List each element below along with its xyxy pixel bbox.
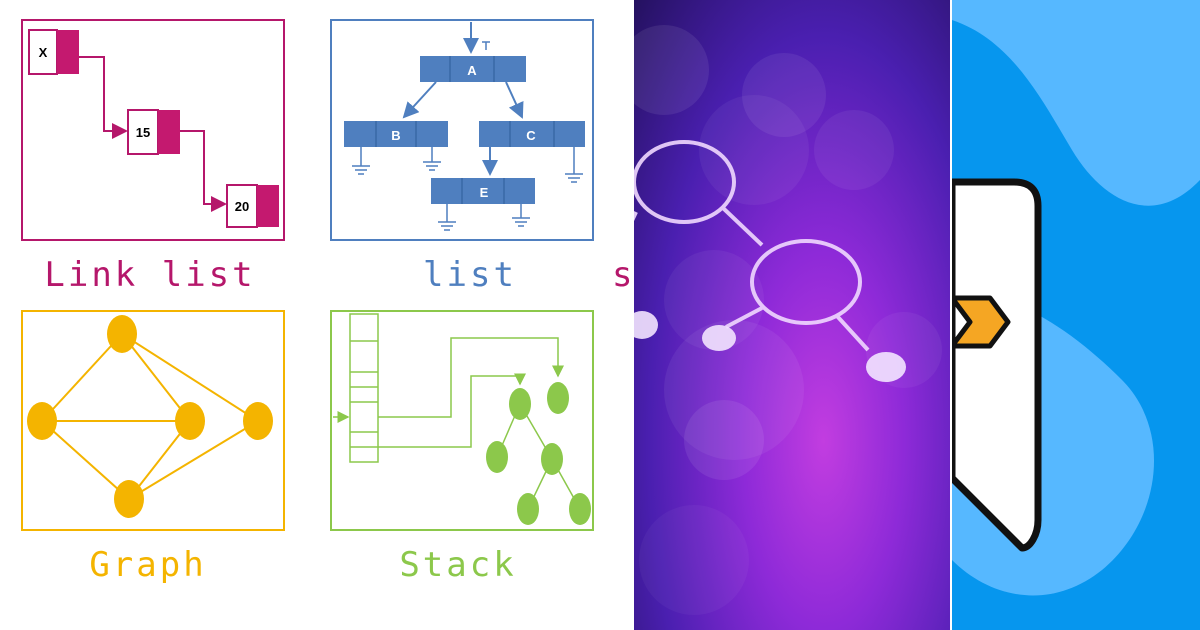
tree-node-c: C	[479, 121, 585, 147]
tree-diagram: A B C E	[330, 19, 594, 295]
tree-node-b: B	[344, 121, 448, 147]
blob-illustration	[952, 0, 1200, 630]
linklist-node-1-label: X	[39, 45, 48, 60]
tree-arrow-a-b	[402, 81, 437, 119]
tree-node-c-label: C	[526, 128, 536, 143]
stack-tree-nodes	[486, 382, 591, 525]
stack-tree-node	[517, 493, 539, 525]
tree-node-b-label: B	[391, 128, 400, 143]
document-card	[952, 178, 1042, 552]
graph-vertices	[27, 315, 273, 518]
network-tree	[634, 140, 870, 352]
blob-svg	[952, 0, 1200, 596]
stack-cells	[349, 313, 379, 463]
linklist-node-2-label: 15	[136, 125, 150, 140]
stack-tree-node	[541, 443, 563, 475]
linklist-caption: Link list	[44, 255, 255, 295]
stack-caption: Stack	[399, 545, 516, 585]
linklist-node-3: 20	[226, 184, 279, 228]
stack-tree-edges	[496, 403, 581, 510]
stack-tree-node	[569, 493, 591, 525]
linklist-arrow-1	[79, 56, 128, 139]
linklist-diagram: X 15 20 Link list	[21, 19, 285, 295]
bokeh-lights	[634, 25, 942, 615]
linklist-node-3-label: 20	[235, 199, 249, 214]
network-leaf-nodes	[634, 311, 906, 382]
graph-diagram: Graph	[21, 310, 285, 585]
data-structures-svg: X 15 20 Link list	[21, 19, 632, 585]
panel-divider	[950, 0, 952, 630]
chevron-right-icon	[952, 295, 1011, 349]
panel-divider	[632, 0, 634, 630]
graph-vertex	[175, 402, 205, 440]
graph-vertex	[114, 480, 144, 518]
linklist-node-2: 15	[127, 109, 180, 155]
tree-node-a-label: A	[467, 63, 477, 78]
graph-caption: Graph	[89, 545, 206, 585]
stack-diagram: Stack	[330, 310, 594, 585]
bokeh-tree-image	[634, 0, 950, 630]
bokeh-tree-svg	[634, 25, 942, 615]
tree-ground-icons	[352, 147, 583, 231]
graph-edges	[41, 333, 259, 500]
graph-vertex	[27, 402, 57, 440]
linklist-arrow-2	[180, 130, 227, 212]
stack-tree-node	[509, 388, 531, 420]
stack-pointer-1	[378, 337, 564, 418]
tree-arrow-a-c	[505, 81, 524, 119]
graph-vertex	[243, 402, 273, 440]
blob-shape-top	[952, 0, 1200, 206]
tree-caption: list	[423, 255, 517, 295]
tree-node-a: A	[420, 56, 526, 82]
stack-tree-node	[486, 441, 508, 473]
tree-node-e-label: E	[480, 185, 489, 200]
graph-vertex	[107, 315, 137, 353]
linklist-node-1: X	[28, 29, 79, 75]
tree-node-e: E	[431, 178, 535, 204]
tree-root-ground-icon	[482, 41, 490, 50]
stack-pointer-2	[378, 373, 526, 448]
stack-tree-node	[547, 382, 569, 414]
partial-caption: s	[612, 255, 632, 295]
data-structures-illustration: X 15 20 Link list	[21, 19, 632, 585]
